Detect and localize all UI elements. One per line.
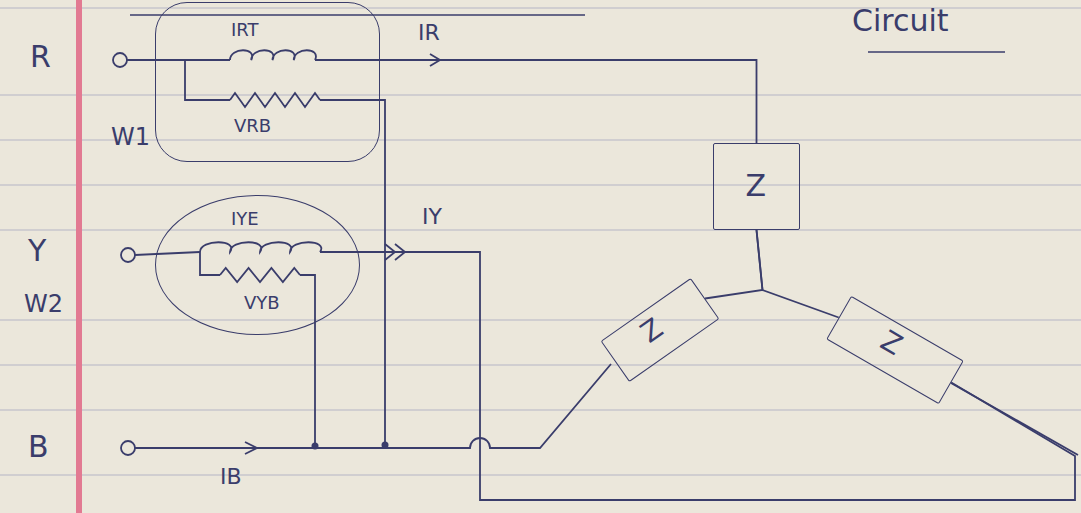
wattmeter-outline: IYEVYBW2 [155, 195, 360, 335]
meter-name: W1 [111, 125, 150, 149]
current-label: IB [220, 466, 242, 488]
resistor-symbol [230, 93, 320, 107]
impedance-box: Z [713, 143, 800, 230]
meter-name: W2 [24, 292, 63, 316]
terminal-name: R [30, 42, 51, 72]
coil-label: IRT [231, 21, 259, 39]
coil-and-resistor-symbols [200, 50, 321, 282]
margin-line [76, 0, 82, 513]
title-underline [868, 51, 1005, 53]
coil-label: IYE [231, 210, 259, 228]
current-label: IY [422, 206, 442, 228]
resistor-symbol [220, 268, 300, 282]
wattmeter-outline: IRTVRBW1 [155, 2, 380, 162]
ruled-lines [0, 8, 1081, 475]
coil-label: VRB [234, 117, 271, 135]
wire-connector [757, 230, 839, 318]
impedance-box: Z [601, 278, 720, 382]
coil-label: VYB [244, 294, 280, 312]
wire-connector [360, 252, 1075, 500]
terminal-name: Y [28, 236, 46, 266]
impedance-label: Z [636, 314, 668, 348]
junction-dots [312, 442, 389, 450]
impedance-box: Z [826, 296, 964, 404]
wires [113, 53, 1078, 455]
current-coil-symbol [230, 50, 316, 60]
wire-connector [705, 230, 762, 299]
title-note: Circuit [852, 6, 949, 36]
impedance-label: Z [876, 327, 907, 361]
terminal-name: B [28, 432, 49, 462]
impedance-label: Z [745, 171, 766, 201]
wire-connector [380, 60, 757, 143]
current-label: IR [418, 22, 440, 44]
pencil-line [130, 14, 585, 16]
current-coil-symbol [200, 242, 321, 252]
